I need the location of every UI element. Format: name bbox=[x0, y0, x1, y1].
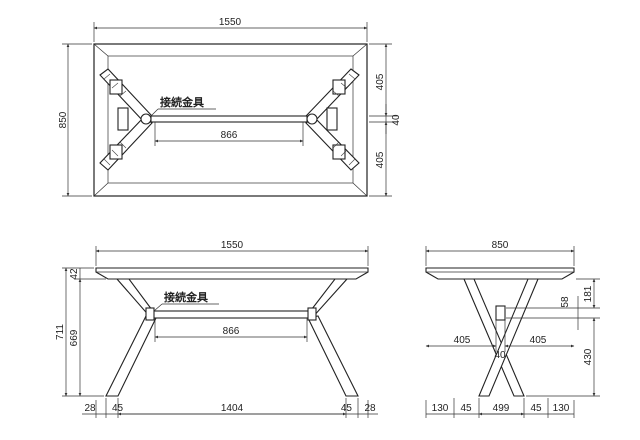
side-view-right-inner-dim: 405 bbox=[530, 335, 547, 346]
side-view-width-dim: 850 bbox=[492, 240, 509, 251]
front-view-left-lower-leg bbox=[105, 315, 157, 397]
front-view-top-thickness-dim: 42 bbox=[69, 268, 80, 280]
side-view-bottom-dim-4: 45 bbox=[530, 403, 542, 414]
front-view-bottom-dim-4: 45 bbox=[341, 403, 353, 414]
side-view-table-top bbox=[425, 267, 575, 280]
top-view-right-lower-dim: 405 bbox=[375, 151, 386, 168]
top-view-connector-label: 接続金具 bbox=[160, 95, 204, 109]
front-view-bottom-dim-2: 45 bbox=[112, 403, 124, 414]
top-view-right-mid-dim: 40 bbox=[391, 114, 402, 126]
front-view-leg-height-dim: 669 bbox=[69, 329, 80, 346]
side-view-upper-right-dim: 181 bbox=[583, 285, 594, 302]
side-view-left-inner-dim: 405 bbox=[454, 335, 471, 346]
front-view-bottom-dim-1: 28 bbox=[84, 403, 96, 414]
front-view-bottom-dim-3: 1404 bbox=[221, 403, 244, 414]
top-view-left-leg-frame bbox=[99, 68, 153, 171]
side-view-bottom-dim-3: 499 bbox=[493, 403, 510, 414]
top-view-table-inner-outline bbox=[107, 55, 354, 184]
top-view-table-outline bbox=[93, 43, 368, 197]
top-view-right-upper-dim: 405 bbox=[375, 73, 386, 90]
top-view-depth-dim: 850 bbox=[58, 111, 69, 128]
front-view-leg-span-dim: 866 bbox=[223, 326, 240, 337]
side-view: 850 181 58 430 405 40 405 130 45 499 45 … bbox=[425, 240, 600, 418]
side-view-lower-right-dim: 430 bbox=[583, 348, 594, 365]
side-view-bottom-dim-2: 45 bbox=[460, 403, 472, 414]
top-view: 接続金具 866 1550 850 405 40 405 bbox=[58, 17, 402, 197]
side-view-center-dim: 40 bbox=[494, 350, 506, 361]
front-view-right-lower-leg bbox=[307, 315, 359, 397]
top-view-center-beam bbox=[150, 115, 308, 123]
side-view-bottom-dim-5: 130 bbox=[553, 403, 570, 414]
front-view-total-height-dim: 711 bbox=[55, 324, 66, 340]
front-view-bottom-dim-5: 28 bbox=[364, 403, 376, 414]
side-view-bottom-dim-1: 130 bbox=[432, 403, 449, 414]
front-view-center-beam bbox=[151, 310, 311, 319]
top-view-right-leg-frame bbox=[305, 68, 360, 171]
front-view-table-top bbox=[95, 267, 369, 280]
front-view: 接続金具 866 1550 42 669 711 28 45 140 bbox=[55, 240, 378, 418]
top-view-leg-span-dim: 866 bbox=[221, 130, 238, 141]
front-view-width-dim: 1550 bbox=[221, 240, 244, 251]
side-view-beam-height-dim: 58 bbox=[560, 296, 571, 308]
top-view-width-dim: 1550 bbox=[219, 17, 242, 28]
front-view-connector-label: 接続金具 bbox=[164, 290, 208, 304]
